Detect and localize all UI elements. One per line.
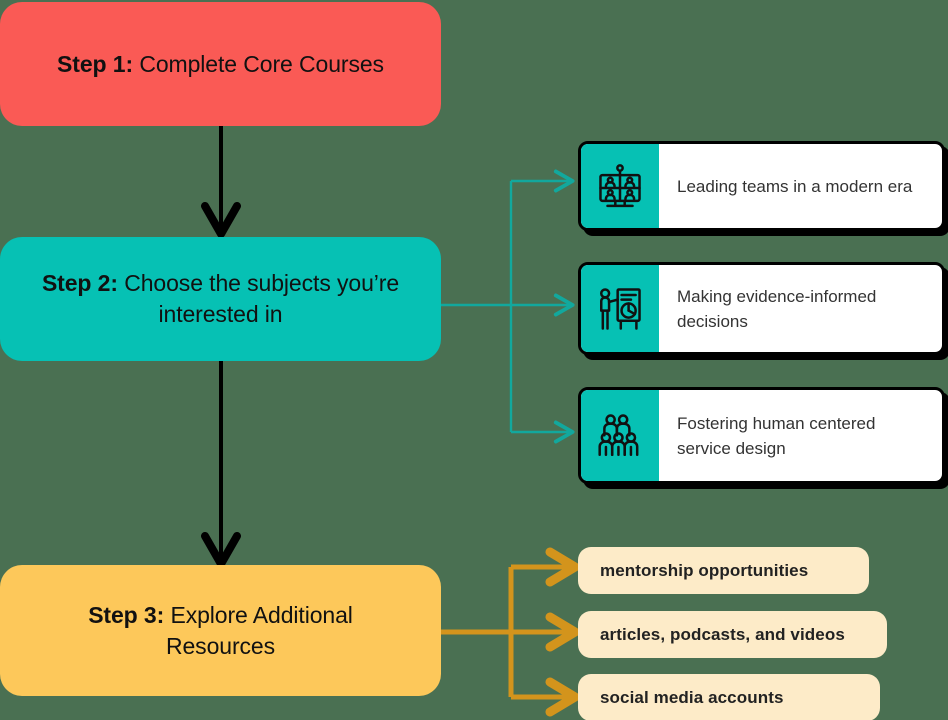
course-card-3[interactable]: Fostering human centered service design xyxy=(578,387,945,484)
people-group-icon xyxy=(598,413,639,456)
step-box-1[interactable]: Step 1: Complete Core Courses xyxy=(0,2,441,126)
resource-pill-3-label: social media accounts xyxy=(600,687,784,707)
resource-pill-2-label: articles, podcasts, and videos xyxy=(600,624,845,644)
step-2-prefix: Step 2: xyxy=(41,270,118,296)
step-3-prefix: Step 3: xyxy=(88,601,165,628)
course-card-3-icon-panel xyxy=(581,390,659,481)
course-card-1[interactable]: Leading teams in a modern era xyxy=(578,141,945,231)
step-box-3[interactable]: Step 3: Explore Additional Resources xyxy=(0,565,441,696)
video-conference-icon xyxy=(599,164,641,208)
course-card-1-label: Leading teams in a modern era xyxy=(677,176,913,196)
step-3-text: Step 3: Explore Additional Resources xyxy=(34,600,407,662)
branch-step2-to-courses xyxy=(441,169,575,444)
course-card-2[interactable]: Making evidence-informed decisions xyxy=(578,262,945,355)
resource-pill-3[interactable]: social media accounts xyxy=(578,674,880,720)
branch-step3-to-resources xyxy=(441,547,580,717)
resource-pill-2[interactable]: articles, podcasts, and videos xyxy=(578,611,887,658)
resource-pill-1[interactable]: mentorship opportunities xyxy=(578,547,869,594)
presentation-chart-icon xyxy=(600,287,641,330)
step-2-text: Step 2: Choose the subjects you’re inter… xyxy=(34,268,407,330)
course-card-2-label: Making evidence-informed decisions xyxy=(677,286,877,331)
step-3-label: Explore Additional Resources xyxy=(164,601,353,659)
course-card-3-label: Fostering human centered service design xyxy=(677,413,876,458)
step-box-2[interactable]: Step 2: Choose the subjects you’re inter… xyxy=(0,237,441,361)
step-2-label: Choose the subjects you’re interested in xyxy=(117,270,400,327)
step-1-text: Step 1: Complete Core Courses xyxy=(57,49,384,80)
course-card-1-icon-panel xyxy=(581,144,659,228)
resource-pill-1-label: mentorship opportunities xyxy=(600,560,809,580)
step-1-label: Complete Core Courses xyxy=(133,50,384,77)
step-1-prefix: Step 1: xyxy=(57,50,134,77)
course-card-2-icon-panel xyxy=(581,265,659,352)
